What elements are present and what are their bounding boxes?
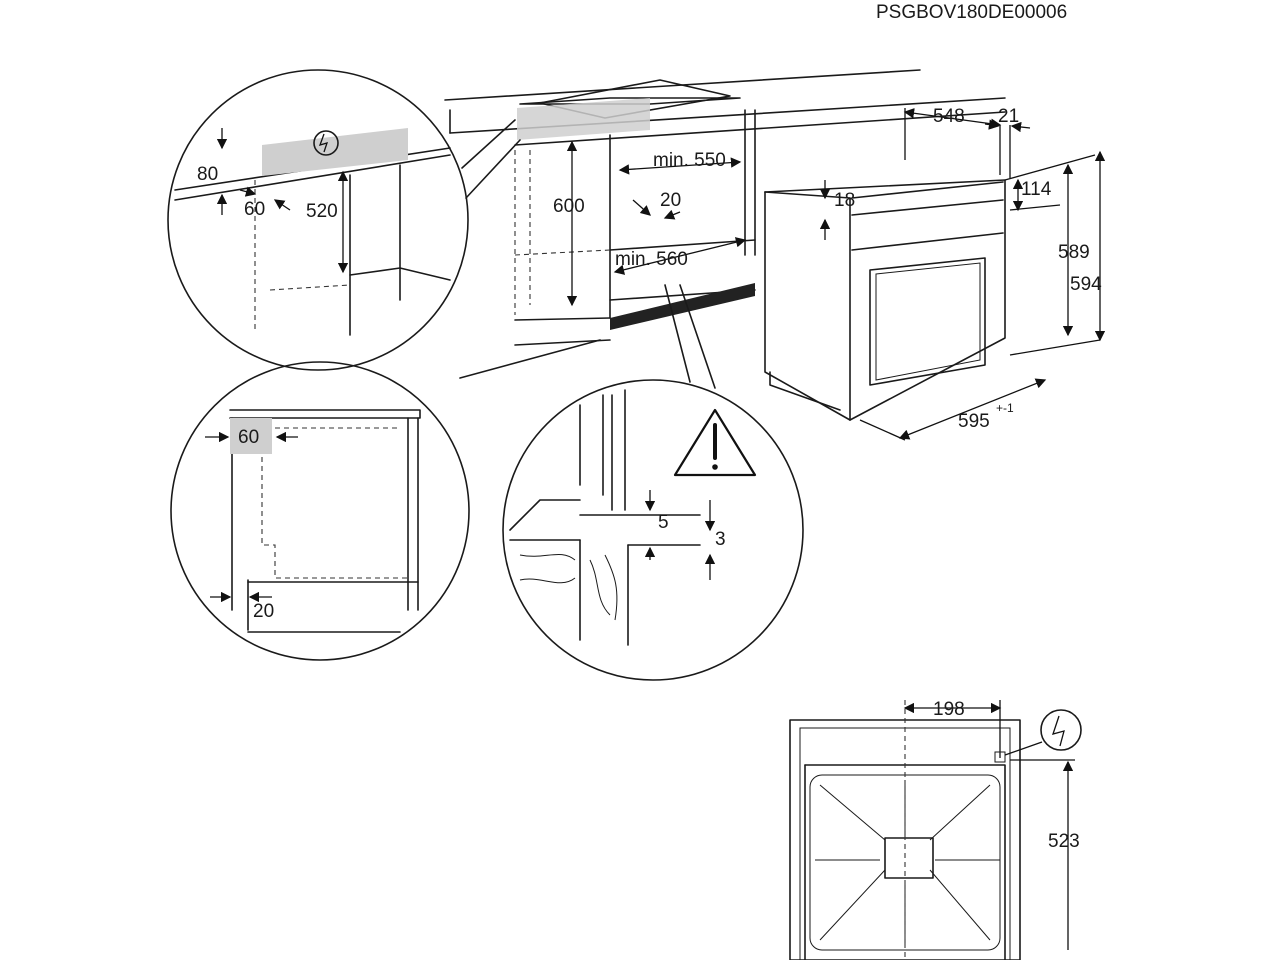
rear-view-drawing: 198 523 (789, 699, 1082, 960)
dim-5: 5 (658, 512, 669, 533)
oven-drawing: 548 21 114 18 589 594 595 +-1 (764, 106, 1106, 441)
dim-20-side: 20 (253, 601, 274, 622)
dim-595-tolerance: +-1 (996, 401, 1014, 415)
dim-60-side: 60 (238, 427, 259, 448)
electric-connection-icon-rear (1040, 709, 1082, 751)
dim-114: 114 (1021, 179, 1052, 200)
dim-594: 594 (1070, 274, 1102, 295)
dim-80: 80 (197, 164, 218, 185)
dim-600: 600 (553, 196, 585, 217)
dim-20-main: 20 (660, 190, 681, 211)
dim-520: 520 (306, 201, 338, 222)
dim-523: 523 (1048, 831, 1080, 852)
detail-side-circle: 60 20 (170, 361, 470, 661)
electric-connection-icon (313, 130, 339, 156)
dim-min550: min. 550 (653, 150, 726, 171)
dim-21: 21 (998, 106, 1019, 127)
dim-198: 198 (933, 699, 965, 720)
detail-bottom-circle: 5 3 (502, 284, 804, 681)
dim-595: 595 (958, 411, 990, 432)
detail-top-circle: 80 60 520 (167, 69, 521, 371)
dim-60-top: 60 (244, 199, 265, 220)
document-code: PSGBOV180DE00006 (876, 2, 1067, 23)
warning-icon (673, 408, 757, 477)
dim-589: 589 (1058, 242, 1090, 263)
dim-3: 3 (715, 529, 726, 550)
dim-min560: min. 560 (615, 249, 688, 270)
cabinet-drawing: 600 min. 550 20 min. 560 (444, 69, 1006, 379)
dim-18: 18 (834, 190, 855, 211)
dim-548: 548 (933, 106, 965, 127)
